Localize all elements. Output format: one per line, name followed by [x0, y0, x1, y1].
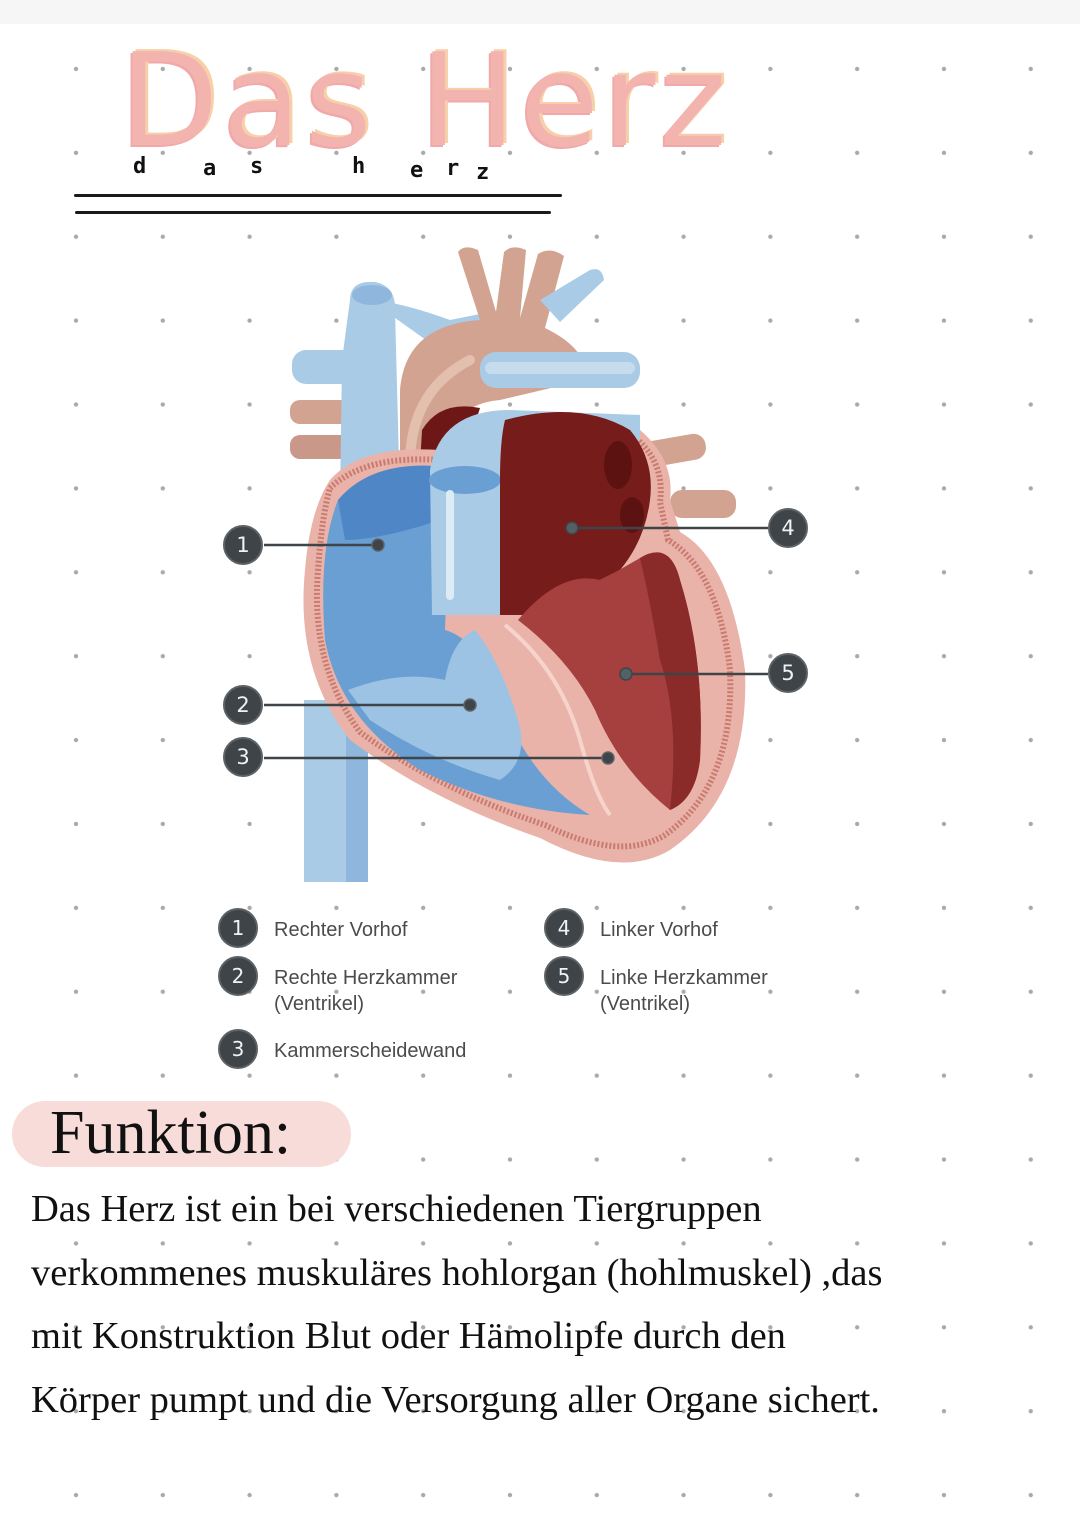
legend-label: Linke Herzkammer (Ventrikel)	[600, 965, 768, 1017]
legend-label-line: Kammerscheidewand	[274, 1040, 467, 1062]
diagram-legend: 1 Rechter Vorhof 2 Rechte Herzkammer (Ve…	[218, 908, 838, 1078]
title-small-letter: r	[446, 156, 460, 181]
legend-label: Linker Vorhof	[600, 917, 718, 943]
marker-badge-3: 3	[223, 737, 263, 777]
paragraph-line: Körper pumpt und die Versorgung aller Or…	[31, 1378, 880, 1421]
legend-label: Rechter Vorhof	[274, 917, 407, 943]
legend-item-3: 3 Kammerscheidewand	[218, 1029, 466, 1069]
legend-item-4: 4 Linker Vorhof	[544, 908, 718, 948]
legend-label-line: Rechte Herzkammer	[274, 967, 458, 989]
marker-badge-4: 4	[768, 508, 808, 548]
funktion-paragraph: Das Herz ist ein bei verschiedenen Tierg…	[31, 1180, 1051, 1434]
title-small-letter: s	[250, 154, 264, 179]
title-small-letter: a	[203, 156, 217, 181]
legend-label: Rechte Herzkammer (Ventrikel)	[274, 965, 457, 1017]
title-small-letter: h	[352, 154, 366, 179]
title-underline-2	[75, 211, 551, 214]
legend-label-line: Rechter Vorhof	[274, 919, 408, 941]
title-underline-1	[74, 194, 562, 197]
legend-label-line: (Ventrikel)	[600, 993, 691, 1015]
marker-badge-1: 1	[223, 525, 263, 565]
heart-illustration	[264, 247, 768, 882]
legend-label-line: Linker Vorhof	[600, 919, 718, 941]
heart-diagram: 1 2 3 4 5	[200, 240, 840, 890]
legend-label-line: Linke Herzkammer	[600, 967, 768, 989]
legend-label: Kammerscheidewand	[274, 1038, 466, 1064]
legend-badge: 4	[544, 908, 584, 948]
heading-highlight	[12, 1101, 351, 1167]
paragraph-line: verkommenes muskuläres hohlorgan (hohlmu…	[31, 1251, 883, 1294]
marker-badge-2: 2	[223, 685, 263, 725]
legend-badge: 5	[544, 956, 584, 996]
paragraph-line: Das Herz ist ein bei verschiedenen Tierg…	[31, 1188, 762, 1230]
legend-badge: 3	[218, 1029, 258, 1069]
legend-label-line: (Ventrikel)	[274, 993, 365, 1015]
legend-item-2: 2 Rechte Herzkammer (Ventrikel)	[218, 956, 457, 1017]
top-band	[0, 0, 1080, 24]
section-heading-funktion: Funktion:	[50, 1099, 292, 1167]
title-small-letter: d	[133, 154, 147, 179]
legend-badge: 2	[218, 956, 258, 996]
legend-item-5: 5 Linke Herzkammer (Ventrikel)	[544, 956, 768, 1017]
title-word-das: Das	[120, 27, 376, 176]
title-word-herz: Herz	[419, 27, 731, 176]
title-small-letter: e	[410, 158, 424, 183]
marker-badge-5: 5	[768, 653, 808, 693]
title-small-letter: z	[476, 160, 490, 185]
paragraph-line: mit Konstruktion Blut oder Hämolipfe dur…	[31, 1315, 786, 1357]
legend-item-1: 1 Rechter Vorhof	[218, 908, 407, 948]
legend-badge: 1	[218, 908, 258, 948]
